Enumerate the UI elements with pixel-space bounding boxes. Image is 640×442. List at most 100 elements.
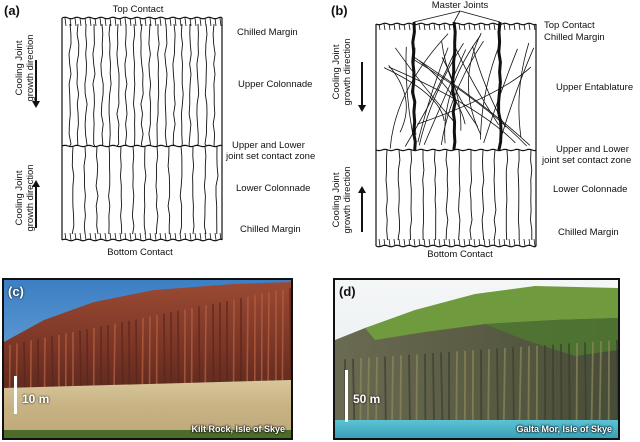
panel-a-chilled-tick — [199, 17, 202, 27]
panel-a-upper-joint — [180, 23, 184, 147]
galta-mor-column — [598, 341, 602, 421]
panel-b-chilled-tick-bottom — [413, 238, 416, 247]
panel-b-chilled-tick-bottom — [533, 238, 536, 247]
panel-a-bottom-contact: Bottom Contact — [107, 247, 173, 258]
galta-mor-column — [366, 357, 370, 421]
panel-b-entablature-joint — [416, 66, 532, 125]
panel-a-lower-joint — [131, 145, 135, 235]
panel-a-chilled-tick — [174, 17, 177, 27]
panel-a-top-contact: Top Contact — [112, 4, 164, 15]
panel-b-chilled-tick-bottom — [473, 238, 476, 247]
panel-a-chilled-tick-bottom — [179, 232, 182, 241]
panel-b-chilled-tick-bottom — [448, 238, 451, 247]
panel-a-chilled-tick-bottom — [69, 232, 72, 241]
panel-b-chilled-tick-bottom — [418, 238, 421, 247]
panel-a-chilled-tick-bottom — [149, 232, 152, 241]
panel-a-chilled-tick — [69, 17, 72, 27]
panel-b-chilled-tick — [478, 23, 481, 31]
panel-d-scale-label: 50 m — [353, 392, 381, 406]
panel-b-chilled-tick-bottom — [393, 238, 396, 247]
panel-a-chilled-tick-bottom — [74, 232, 77, 241]
panel-a-chilled-tick — [159, 17, 162, 27]
panel-a-chilled-tick — [194, 17, 197, 27]
panel-b-chilled-tick-bottom — [493, 238, 496, 247]
panel-b-chilled-tick — [533, 23, 536, 31]
panel-a-lower-joint — [179, 145, 183, 235]
panel-b-entablature-joint — [417, 47, 449, 143]
kilt-rock-column — [121, 322, 124, 389]
panel-a-chilled-tick — [209, 17, 212, 27]
panel-b-contact-line — [375, 148, 537, 152]
kilt-rock-column — [23, 341, 26, 389]
panel-b-master-joint-pointer — [413, 10, 461, 23]
panel-b-chilled-tick-bottom — [488, 238, 491, 247]
panel-b-lower-joint — [458, 149, 461, 241]
panel-b-chilled-tick-bottom — [453, 238, 456, 247]
panel-b-entablature-joint — [413, 56, 531, 146]
panel-a-chilled-tick-bottom — [154, 232, 157, 241]
panel-a-lower-colonnade: Lower Colonnade — [236, 183, 311, 194]
panel-a-chilled-tick — [89, 17, 92, 27]
panel-a-chilled-tick-bottom — [169, 232, 172, 241]
panel-a-diagram — [32, 16, 223, 242]
panel-b-master-joints: Master Joints — [431, 0, 489, 11]
panel-a-chilled-tick — [74, 17, 77, 27]
panel-b-chilled-tick — [398, 23, 401, 31]
panel-a-chilled-tick — [139, 17, 142, 27]
panel-b-entablature-joint — [444, 35, 481, 144]
panel-a-lower-joint — [108, 145, 111, 235]
panel-b-chilled-tick-bottom — [423, 238, 426, 247]
galta-mor-column — [440, 352, 444, 421]
panel-b-lower-joint — [445, 149, 449, 241]
panel-a-chilled-tick — [104, 17, 107, 27]
panel-b-entablature-joint — [404, 52, 455, 147]
galta-mor-column — [584, 342, 587, 421]
panel-b-chilled-tick — [513, 23, 516, 31]
panel-b-chilled-tick — [423, 23, 426, 31]
panel-b-master-joint — [497, 21, 503, 151]
panel-b-chilled-tick-bottom — [443, 238, 446, 247]
galta-mor-column — [568, 343, 571, 421]
panel-a-chilled-tick-bottom — [94, 232, 97, 241]
kilt-rock-column — [51, 336, 54, 389]
panel-b-entablature-joint — [418, 42, 464, 146]
panel-a-lower-joint — [95, 145, 99, 235]
kilt-rock-column — [79, 330, 82, 389]
panel-a-chilled-tick — [79, 17, 82, 27]
panel-b-chilled-tick — [433, 23, 436, 31]
panel-b-lower-joint — [530, 149, 533, 240]
panel-a-chilled-tick — [149, 17, 152, 27]
panel-b-chilled-tick-bottom — [463, 238, 466, 247]
panel-a-chilled-tick-bottom — [89, 232, 92, 241]
kilt-rock-column — [204, 305, 207, 389]
kilt-rock-column — [113, 323, 116, 389]
panel-b-master-joint-pointer — [453, 10, 461, 23]
galta-mor-column — [512, 347, 515, 421]
panel-a-upper-joint — [108, 23, 112, 146]
panel-b-chilled-tick — [443, 23, 446, 31]
panel-b-chilled-tick-bottom — [428, 238, 431, 247]
panel-b-chilled-tick-bottom — [438, 238, 441, 247]
panel-b-down-arrow-head — [358, 105, 366, 112]
panel-a-chilled-tick-bottom — [159, 232, 162, 241]
panel-b-lower-joint — [481, 149, 485, 241]
panel-b-chilled-tick-bottom — [498, 238, 501, 247]
panel-b-chilled-tick — [428, 23, 431, 31]
panel-a-chilled-tick-bottom — [79, 232, 82, 241]
panel-b-chilled-tick-bottom — [383, 238, 386, 247]
panel-d-photo: (d) 50 m Galta Mor, Isle of Skye — [333, 278, 620, 440]
panel-a-upper-joint — [100, 23, 104, 147]
panel-b-chilled-tick — [438, 23, 441, 31]
panel-a-upper-joint — [148, 23, 152, 147]
panel-a-lower-joint — [155, 145, 159, 235]
panel-b-chilled-tick-bottom — [523, 238, 526, 247]
panel-a-upper-joint — [196, 23, 200, 147]
panel-a-chilled-tick — [134, 17, 137, 27]
panel-a-lower-joint — [143, 145, 147, 235]
panel-b-chilled-tick — [458, 23, 461, 31]
panel-a-upper-joint — [68, 23, 72, 147]
panel-a-upper-joint — [116, 23, 120, 147]
